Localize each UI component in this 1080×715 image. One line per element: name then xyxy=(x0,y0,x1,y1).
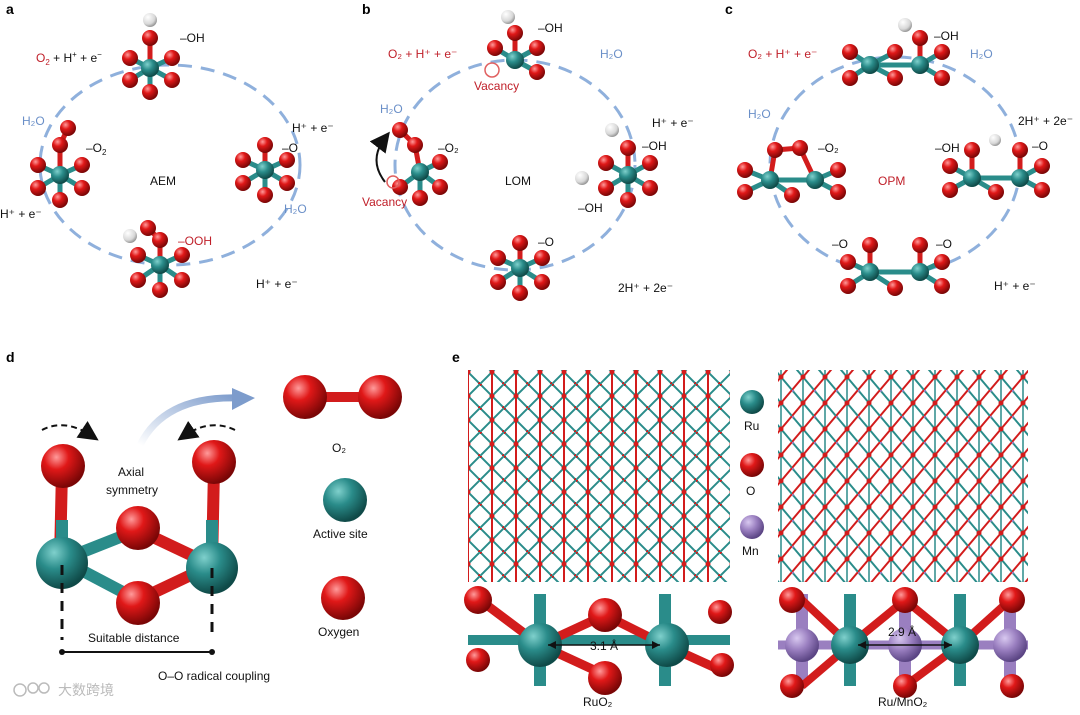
aem-h2o-right: H₂O xyxy=(284,202,307,216)
e-ruo2-distance: 3.1 Å xyxy=(590,638,618,653)
e-legend-mn-ball xyxy=(740,515,764,539)
aem-center-label: AEM xyxy=(150,174,176,188)
e-ruo2-lattice xyxy=(468,370,730,582)
aem-left-molecule xyxy=(30,120,90,208)
d-legend-active-label: Active site xyxy=(313,527,368,541)
aem-o2-release: O2 + H+ + e− xyxy=(36,50,102,67)
e-ruo2-caption: RuO₂ xyxy=(583,695,613,709)
aem-oh-label: –OH xyxy=(180,31,205,45)
lom-left-molecule xyxy=(386,122,448,206)
aem-h2o-left: H₂O xyxy=(22,114,45,128)
d-coupling-label: O–O radical coupling xyxy=(158,669,270,683)
panel-a: a AEM –OH O2 + H+ + e− xyxy=(0,1,334,298)
aem-hpe-right: H⁺ + e⁻ xyxy=(292,121,334,135)
lom-o2-release: O₂ + H⁺ + e⁻ xyxy=(388,47,457,61)
d-legend-oxygen-label: Oxygen xyxy=(318,625,359,639)
e-rumno2-distance: 2.9 Å xyxy=(888,624,916,639)
lom-right-molecule xyxy=(575,123,658,208)
d-left-rotation-arrow xyxy=(41,421,99,441)
opm-oh-top: –OH xyxy=(934,29,959,43)
lom-top-molecule xyxy=(484,10,545,80)
e-rumno2-lattice xyxy=(778,370,1028,582)
opm-h2o-left: H₂O xyxy=(748,107,771,121)
panel-e-letter: e xyxy=(452,349,460,365)
watermark-logo-icon xyxy=(13,683,27,697)
lom-vacancy-top: Vacancy xyxy=(474,79,519,93)
e-ruo2-zoom xyxy=(464,586,734,695)
aem-top-molecule xyxy=(122,13,180,100)
e-rumno2-caption: Ru/MnO₂ xyxy=(878,695,928,709)
aem-ooh-label: –OOH xyxy=(178,234,212,248)
lom-vacancy-left: Vacancy xyxy=(362,195,407,209)
panel-c: c OPM –OH O₂ + H⁺ + e⁻ H₂O H₂O 2H⁺ xyxy=(725,1,1073,296)
lom-oh-right2: –OH xyxy=(578,201,603,215)
lom-oh-top: –OH xyxy=(538,21,563,35)
aem-right-molecule xyxy=(235,137,295,203)
lom-o2-ads: –O₂ xyxy=(438,141,459,155)
panel-b: b LOM –OH Vacancy O₂ + H⁺ + e⁻ H₂O H₂O xyxy=(362,1,694,301)
opm-o2-release: O₂ + H⁺ + e⁻ xyxy=(748,47,817,61)
opm-o-right: –O xyxy=(1032,139,1048,153)
opm-bottom-molecule xyxy=(840,237,950,296)
opm-right-molecule xyxy=(942,134,1050,200)
d-coupling-molecule xyxy=(36,440,238,625)
d-axial-label: Axial xyxy=(118,465,144,479)
e-legend-ru-label: Ru xyxy=(744,419,759,433)
lom-curved-arrow xyxy=(369,131,390,183)
d-right-rotation-arrow xyxy=(177,420,236,441)
e-legend-o-label: O xyxy=(746,484,755,498)
d-symmetry-label: symmetry xyxy=(106,483,158,497)
aem-hpe-bottom: H⁺ + e⁻ xyxy=(256,277,298,291)
watermark-text: 大数跨境 xyxy=(58,683,114,699)
opm-2h2e-right: 2H⁺ + 2e⁻ xyxy=(1018,114,1073,128)
d-legend-active-site-ball xyxy=(323,478,367,522)
opm-o-bottom-left: –O xyxy=(832,237,848,251)
lom-bottom-molecule xyxy=(490,235,550,301)
d-release-arrowhead xyxy=(232,388,255,410)
opm-h2o-top: H₂O xyxy=(970,47,993,61)
aem-o2-ads-label: –O2 xyxy=(86,141,107,157)
watermark: 大数跨境 xyxy=(13,682,114,699)
aem-o-right: –O xyxy=(282,141,298,155)
e-legend-ru-ball xyxy=(740,390,764,414)
aem-cycle-path xyxy=(38,63,302,267)
aem-bottom-molecule xyxy=(123,220,190,298)
d-legend-oxygen-ball xyxy=(321,576,365,620)
e-legend-mn-label: Mn xyxy=(742,544,759,558)
d-suitable-label: Suitable distance xyxy=(88,631,180,645)
opm-o2-ads: –O₂ xyxy=(818,141,839,155)
panel-c-letter: c xyxy=(725,1,733,17)
opm-top-molecule xyxy=(842,18,950,86)
d-release-arrow xyxy=(136,394,241,447)
lom-2h2e-bottom: 2H⁺ + 2e⁻ xyxy=(618,281,673,295)
lom-o-bottom: –O xyxy=(538,235,554,249)
opm-o-bottom-right: –O xyxy=(936,237,952,251)
e-legend-o-ball xyxy=(740,453,764,477)
panel-b-letter: b xyxy=(362,1,371,17)
opm-left-molecule xyxy=(737,140,846,203)
opm-oh-right: –OH xyxy=(935,141,960,155)
e-rumno2-zoom xyxy=(778,587,1028,698)
panel-e: e Ru O Mn xyxy=(452,349,1028,709)
lom-h2o-top: H₂O xyxy=(600,47,623,61)
lom-h2o-left: H₂O xyxy=(380,102,403,116)
lom-hpe-right: H⁺ + e⁻ xyxy=(652,116,694,130)
d-legend-o2-label: O₂ xyxy=(332,441,346,455)
lom-center-label: LOM xyxy=(505,174,531,188)
opm-center-label: OPM xyxy=(878,174,905,188)
aem-hpe-left: H⁺ + e⁻ xyxy=(0,207,42,221)
opm-hpe-bottom: H⁺ + e⁻ xyxy=(994,279,1036,293)
panel-a-letter: a xyxy=(6,1,14,17)
d-legend-o2 xyxy=(283,375,402,419)
panel-d: d Axial symmetry Suitable distance xyxy=(6,349,402,683)
lom-oh-right: –OH xyxy=(642,139,667,153)
panel-d-letter: d xyxy=(6,349,15,365)
